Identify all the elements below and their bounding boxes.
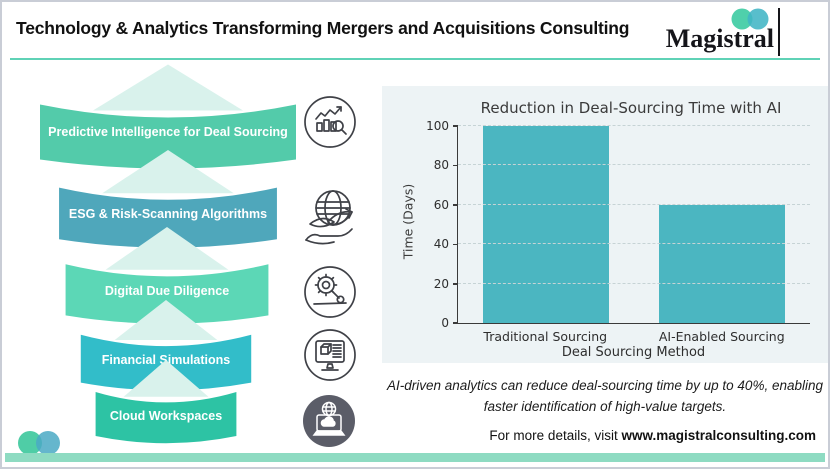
y-tick-label: 40: [433, 237, 449, 252]
chart-plot-area: 0 20 40 60 80 100: [426, 119, 810, 330]
page-title: Technology & Analytics Transforming Merg…: [16, 18, 630, 38]
monitor-cube-icon: [304, 329, 356, 381]
chart-y-axis-label: Time (Days): [400, 183, 416, 260]
funnel-segment-predictive-intelligence: Predictive Intelligence for Deal Sourcin…: [40, 64, 296, 180]
chart-title: Reduction in Deal-Sourcing Time with AI: [480, 99, 782, 117]
annotation-line2: faster identification of high-value targ…: [483, 398, 727, 414]
gridline: [458, 203, 810, 205]
gridline: [458, 125, 810, 126]
brand-name: Magistral: [665, 24, 774, 53]
bar-traditional-sourcing: [482, 126, 610, 323]
funnel-label: Predictive Intelligence for Deal Sourcin…: [48, 125, 288, 140]
funnel-label: ESG & Risk-Scanning Algorithms: [68, 207, 268, 222]
y-tick-label: 100: [426, 119, 449, 133]
y-tick-mark: [453, 283, 458, 285]
y-tick-label: 0: [441, 316, 449, 330]
y-tick-label: 60: [433, 197, 449, 212]
gridline: [458, 282, 810, 284]
y-tick-label: 80: [433, 158, 449, 173]
chart-panel: Reduction in Deal-Sourcing Time with AI …: [382, 86, 828, 363]
bar-ai-enabled-sourcing: [658, 204, 786, 323]
annotation-line1: AI-driven analytics can reduce deal-sour…: [387, 378, 823, 393]
gridline: [458, 164, 810, 166]
funnel-segment-cloud-workspaces: Cloud Workspaces: [78, 360, 254, 452]
footer-note: For more details, visit www.magistralcon…: [489, 428, 816, 443]
y-tick-mark: [453, 204, 458, 206]
y-tick-mark: [453, 164, 458, 167]
gear-magnifier-icon: [304, 266, 356, 318]
funnel-label: Cloud Workspaces: [109, 408, 223, 423]
logo-divider: [778, 8, 780, 56]
chart-x-axis-label: Deal Sourcing Method: [561, 345, 706, 360]
globe-leaves-hand-icon: [305, 190, 353, 245]
brand-logo-circles-icon: [731, 8, 769, 30]
brand-logo: Magistral: [644, 6, 774, 56]
funnel-segment-digital-due-diligence: Digital Due Diligence: [58, 227, 276, 334]
footer-prefix: For more details, visit: [489, 428, 622, 443]
chart-x-ticks: Traditional Sourcing AI-Enabled Sourcing: [457, 329, 810, 344]
chart-trend-magnifier-icon: [304, 96, 356, 148]
chart-bars: [458, 126, 810, 323]
y-tick-mark: [453, 125, 458, 127]
y-tick-label: 20: [433, 276, 449, 291]
funnel-segment-esg-risk: ESG & Risk-Scanning Algorithms: [52, 150, 284, 258]
x-tick-label: AI-Enabled Sourcing: [658, 329, 785, 344]
y-tick-mark: [453, 322, 458, 324]
header-divider: [10, 58, 820, 60]
funnel-label: Digital Due Diligence: [104, 283, 230, 298]
gridline: [458, 243, 810, 245]
brand-mark-circles-icon: [18, 431, 60, 455]
cloud-laptop-globe-icon: [303, 395, 355, 447]
bottom-accent-bar: [5, 453, 825, 462]
footer-url-link[interactable]: www.magistralconsulting.com: [621, 428, 816, 443]
y-tick-mark: [453, 243, 458, 246]
annotation-text: AI-driven analytics can reduce deal-sour…: [380, 376, 828, 418]
x-tick-label: Traditional Sourcing: [483, 329, 608, 344]
